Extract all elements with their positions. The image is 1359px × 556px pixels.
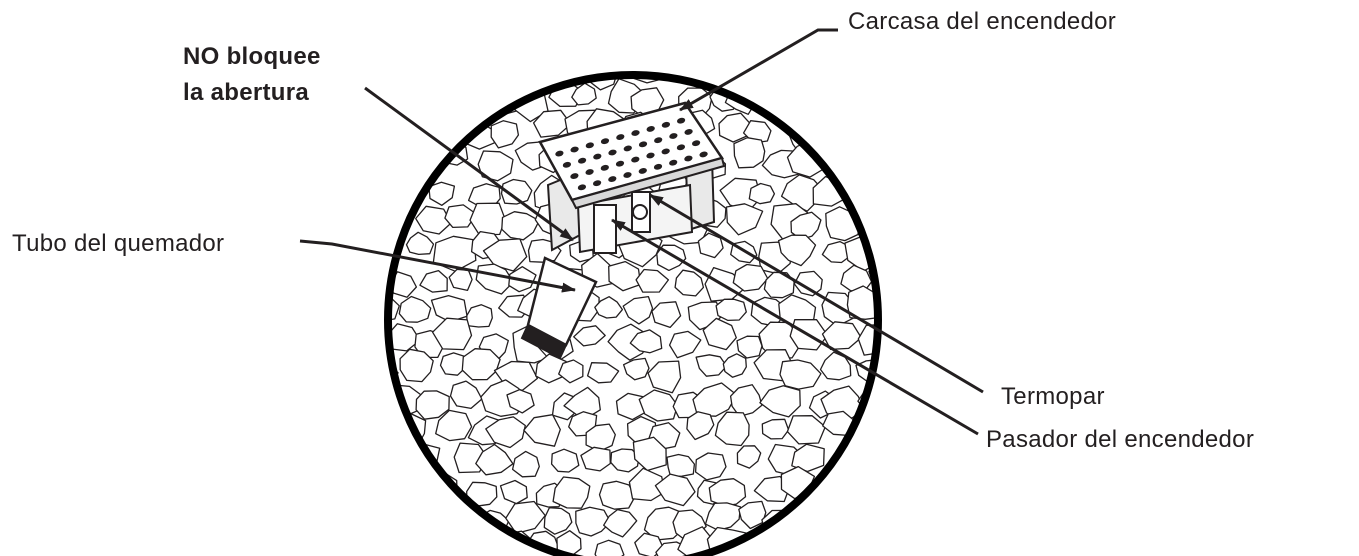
stone <box>648 361 681 393</box>
stone <box>715 412 749 445</box>
stone <box>639 390 677 421</box>
stone <box>399 297 430 323</box>
stone <box>727 204 763 235</box>
stone <box>670 331 701 357</box>
stone <box>372 199 408 228</box>
stone <box>753 536 789 556</box>
stone <box>420 271 447 293</box>
stone <box>524 58 557 88</box>
stone <box>588 363 619 383</box>
burner-tube-label: Tubo del quemador <box>12 229 224 259</box>
stone <box>696 355 727 376</box>
stone <box>687 412 714 440</box>
stone <box>574 326 606 346</box>
stone <box>706 503 741 530</box>
stone <box>609 262 641 291</box>
stone <box>544 508 572 535</box>
stone <box>667 455 694 477</box>
stone <box>623 297 652 324</box>
stone <box>652 302 681 328</box>
warning-label-line1: NO bloquee <box>183 42 321 72</box>
stone <box>734 138 765 168</box>
stone <box>441 353 466 375</box>
stone <box>581 447 610 471</box>
stone <box>737 336 762 358</box>
stone <box>636 270 668 293</box>
stone <box>696 453 726 480</box>
stone <box>407 232 434 254</box>
stone <box>491 121 518 148</box>
stone <box>502 212 539 240</box>
warning-label-line2: la abertura <box>183 78 309 108</box>
stone <box>733 265 767 292</box>
igniter-pin <box>594 205 616 253</box>
stone <box>675 270 703 296</box>
stone <box>449 269 472 290</box>
stone <box>524 415 561 447</box>
stone <box>552 449 579 472</box>
stone <box>501 481 528 504</box>
stone <box>470 203 505 235</box>
stone <box>462 349 500 380</box>
stone <box>762 419 788 439</box>
igniter-pin-label: Pasador del encendedor <box>986 425 1254 455</box>
stone <box>719 113 750 142</box>
stone <box>411 144 441 168</box>
stone <box>780 360 821 389</box>
stone <box>451 381 482 408</box>
stone <box>844 170 883 202</box>
stone <box>553 477 590 508</box>
stone <box>731 385 762 417</box>
stone <box>559 360 583 383</box>
stone <box>693 383 737 416</box>
stone <box>716 299 746 320</box>
stone <box>604 510 637 537</box>
stone <box>737 446 760 468</box>
thermocouple-label: Termopar <box>1001 382 1105 412</box>
igniter-housing-label: Carcasa del encendedor <box>848 7 1116 37</box>
stone <box>760 386 800 417</box>
stone <box>787 416 825 444</box>
stone <box>823 477 850 502</box>
stone <box>723 354 746 377</box>
stone <box>467 305 493 327</box>
stone <box>624 358 649 379</box>
stone <box>513 451 540 476</box>
stone <box>595 540 624 556</box>
stone <box>840 455 870 479</box>
stone <box>830 148 864 177</box>
